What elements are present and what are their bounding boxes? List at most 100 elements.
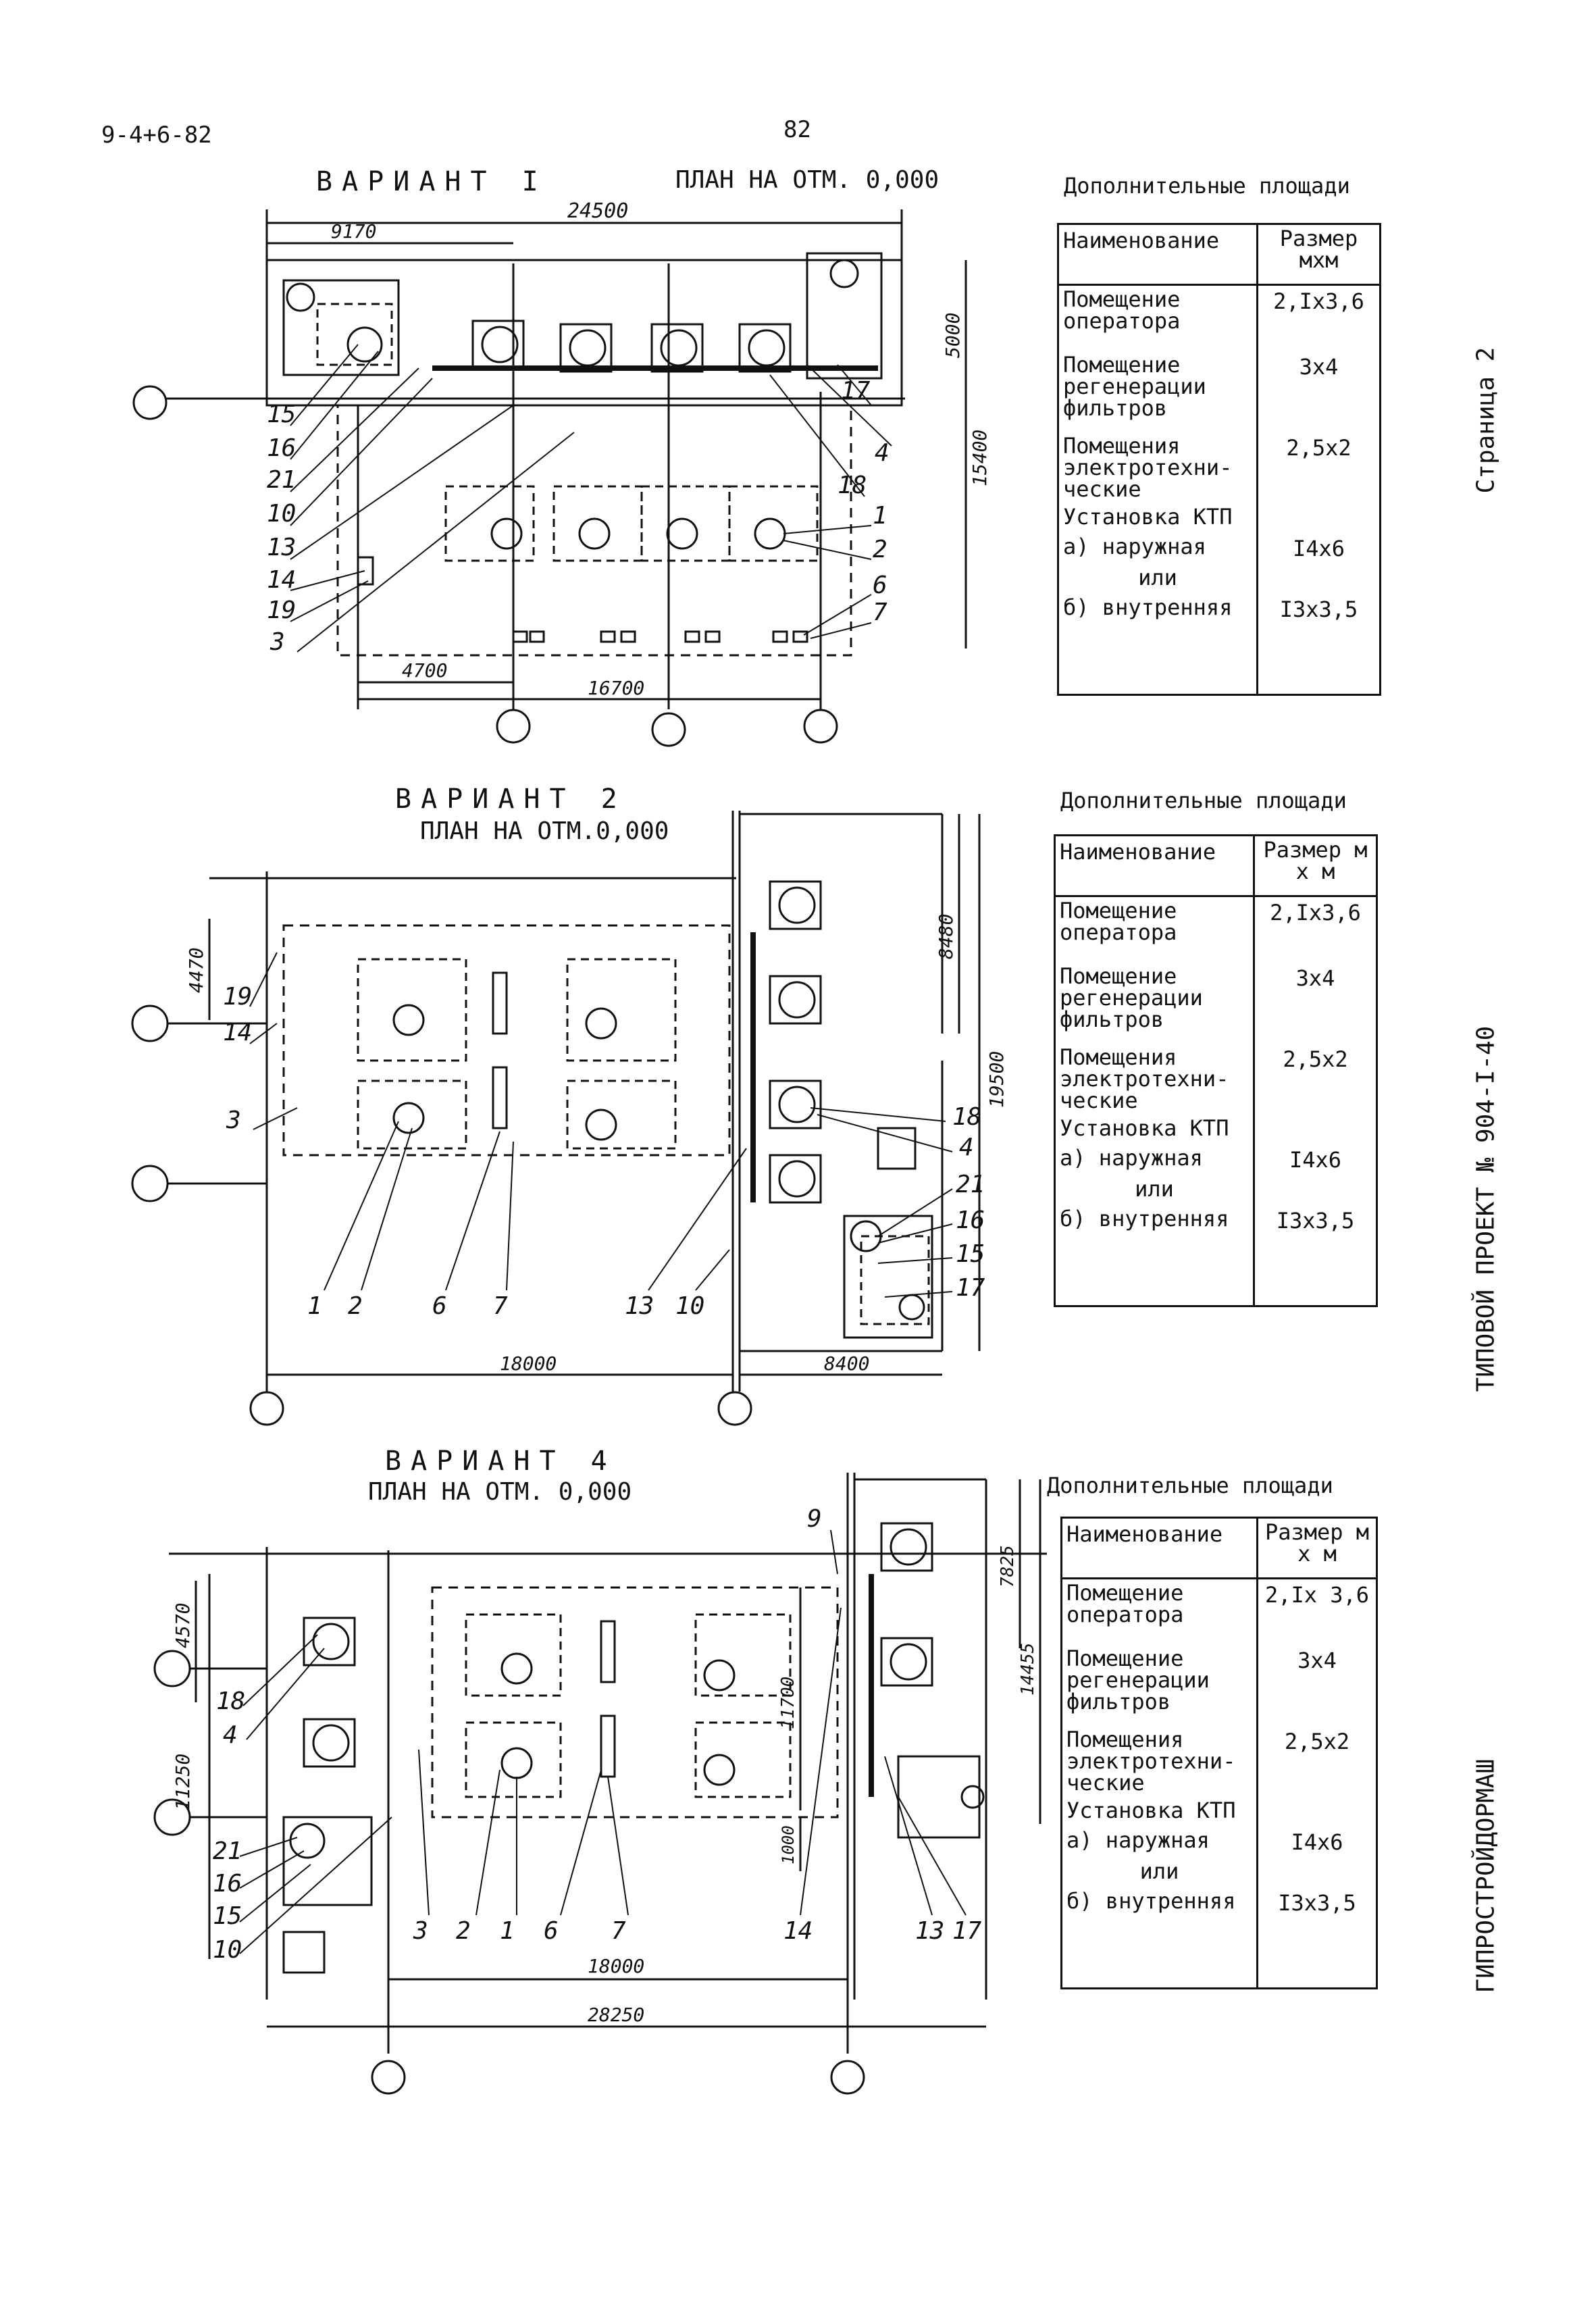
page-number: 82 bbox=[783, 116, 811, 143]
callout-label: 1 bbox=[307, 1292, 322, 1320]
col-size-header: Размер м х м bbox=[1253, 835, 1377, 897]
row-name: Помещение оператора bbox=[1060, 1578, 1258, 1645]
callout-label: 17 bbox=[841, 377, 871, 405]
callout-label: 2 bbox=[873, 536, 887, 563]
row-name: Помещение регенерации фильтров bbox=[1057, 351, 1258, 432]
col-name-header: Наименование bbox=[1057, 224, 1258, 286]
callout-label: 15 bbox=[956, 1240, 985, 1268]
dim-label: 15400 bbox=[969, 430, 991, 486]
row-size: I4х6 bbox=[1256, 532, 1381, 564]
row-size: 2,5х2 bbox=[1253, 1043, 1377, 1115]
dim-label: 18000 bbox=[588, 1955, 644, 1977]
callout-label: 4 bbox=[223, 1721, 238, 1749]
dim-label: 1000 bbox=[779, 1825, 798, 1864]
row-name: или bbox=[1054, 1175, 1254, 1205]
dim-label: 14455 bbox=[1018, 1643, 1038, 1696]
row-name: Помещение регенерации фильтров bbox=[1060, 1644, 1258, 1726]
row-size: 3х4 bbox=[1256, 1644, 1377, 1726]
row-size: 3х4 bbox=[1253, 962, 1377, 1044]
callout-label: 13 bbox=[915, 1917, 944, 1945]
row-name: Помещения электротехни-ческие bbox=[1054, 1043, 1254, 1115]
dim-label: 24500 bbox=[567, 199, 628, 223]
row-name: Установка КТП bbox=[1054, 1114, 1254, 1144]
row-name: а) наружная bbox=[1054, 1144, 1254, 1175]
callout-label: 9 bbox=[807, 1505, 822, 1533]
callout-label: 6 bbox=[544, 1917, 559, 1945]
callout-label: 1 bbox=[873, 502, 887, 530]
col-size-header: Размер мхм bbox=[1256, 224, 1381, 286]
callout-label: 10 bbox=[675, 1292, 704, 1320]
callout-label: 7 bbox=[493, 1292, 508, 1320]
row-name: Установка КТП bbox=[1060, 1796, 1258, 1827]
variant-1-plan: 24500 9170 bbox=[132, 199, 991, 747]
callout-label: 21 bbox=[956, 1171, 985, 1198]
callout-label: 16 bbox=[213, 1870, 242, 1898]
row-size bbox=[1253, 1175, 1377, 1205]
dim-label: 4570 bbox=[172, 1603, 194, 1648]
area-table-2-caption: Дополнительные площади bbox=[1060, 788, 1347, 813]
callout-label: 18 bbox=[838, 472, 867, 499]
callout-label: 4 bbox=[875, 439, 890, 467]
dim-label: 16700 bbox=[588, 677, 644, 699]
callout-label: 7 bbox=[611, 1917, 626, 1945]
document-code: 9-4+6-82 bbox=[101, 122, 212, 149]
row-name: Помещения электротехни-ческие bbox=[1057, 432, 1258, 503]
callout-label: 17 bbox=[952, 1917, 982, 1945]
row-size: I3х3,5 bbox=[1256, 593, 1381, 695]
dim-label: 18000 bbox=[500, 1352, 557, 1375]
callout-label: 19 bbox=[223, 983, 252, 1011]
row-size: I3х3,5 bbox=[1256, 1887, 1377, 1989]
area-table-4: Наименование Размер м х м Помещение опер… bbox=[1060, 1517, 1378, 1989]
dim-label: 8400 bbox=[824, 1352, 869, 1375]
callout-label: 14 bbox=[783, 1917, 813, 1945]
row-name: б) внутренняя bbox=[1057, 593, 1258, 695]
callout-label: 19 bbox=[267, 596, 296, 624]
variant-2-title: ВАРИАНТ 2 bbox=[395, 784, 627, 815]
row-size: 2,5х2 bbox=[1256, 432, 1381, 503]
row-name: а) наружная bbox=[1057, 532, 1258, 564]
row-size: I3х3,5 bbox=[1253, 1204, 1377, 1306]
row-name: Установка КТП bbox=[1057, 503, 1258, 533]
row-name: или bbox=[1060, 1857, 1258, 1887]
row-size: 2,Iх 3,6 bbox=[1256, 1578, 1377, 1645]
callout-label: 1 bbox=[500, 1917, 515, 1945]
callout-label: 17 bbox=[956, 1274, 985, 1302]
callout-label: 21 bbox=[267, 466, 296, 494]
dim-label: 9170 bbox=[331, 220, 376, 243]
callout-label: 6 bbox=[873, 571, 887, 599]
area-table-2: Наименование Размер м х м Помещение опер… bbox=[1054, 834, 1378, 1307]
row-name: или bbox=[1057, 563, 1258, 594]
row-name: Помещение оператора bbox=[1054, 896, 1254, 963]
row-name: Помещение регенерации фильтров bbox=[1054, 962, 1254, 1044]
callout-label: 13 bbox=[267, 534, 296, 561]
row-size: 2,Iх3,6 bbox=[1256, 284, 1381, 351]
area-table-1: Наименование Размер мхм Помещение операт… bbox=[1057, 223, 1381, 696]
callout-label: 2 bbox=[456, 1917, 471, 1945]
row-size: I4х6 bbox=[1253, 1144, 1377, 1175]
row-name: Помещения электротехни-ческие bbox=[1060, 1725, 1258, 1797]
variant-4-plan-title: ПЛАН НА ОТМ. 0,000 bbox=[368, 1478, 632, 1506]
row-size: 3х4 bbox=[1256, 351, 1381, 432]
callout-label: 2 bbox=[348, 1292, 363, 1320]
variant-2-plan: 4470 8480 19500 18000 8400 19 14 3 1 2 6… bbox=[131, 811, 1008, 1426]
area-table-4-caption: Дополнительные площади bbox=[1047, 1473, 1333, 1498]
callout-label: 7 bbox=[873, 599, 887, 626]
variant-4-plan: 4570 11250 11700 7825 14455 1000 18000 2… bbox=[153, 1473, 1047, 2095]
row-name: а) наружная bbox=[1060, 1826, 1258, 1858]
variant-4-title: ВАРИАНТ 4 bbox=[385, 1446, 617, 1477]
dim-label: 11700 bbox=[778, 1677, 798, 1729]
callout-label: 18 bbox=[952, 1103, 981, 1131]
callout-label: 4 bbox=[959, 1134, 974, 1161]
row-size bbox=[1253, 1114, 1377, 1144]
dim-label: 19500 bbox=[985, 1051, 1008, 1108]
dim-label: 5000 bbox=[942, 313, 964, 358]
variant-1-plan-title: ПЛАН НА ОТМ. 0,000 bbox=[675, 166, 939, 194]
variant-1-title: ВАРИАНТ I bbox=[316, 166, 548, 197]
callout-label: 14 bbox=[223, 1019, 252, 1046]
dim-label: 11250 bbox=[172, 1754, 194, 1810]
col-size-header: Размер м х м bbox=[1256, 1517, 1377, 1579]
row-size: 2,5х2 bbox=[1256, 1725, 1377, 1797]
dim-label: 4700 bbox=[402, 659, 447, 682]
callout-label: 3 bbox=[269, 628, 285, 656]
